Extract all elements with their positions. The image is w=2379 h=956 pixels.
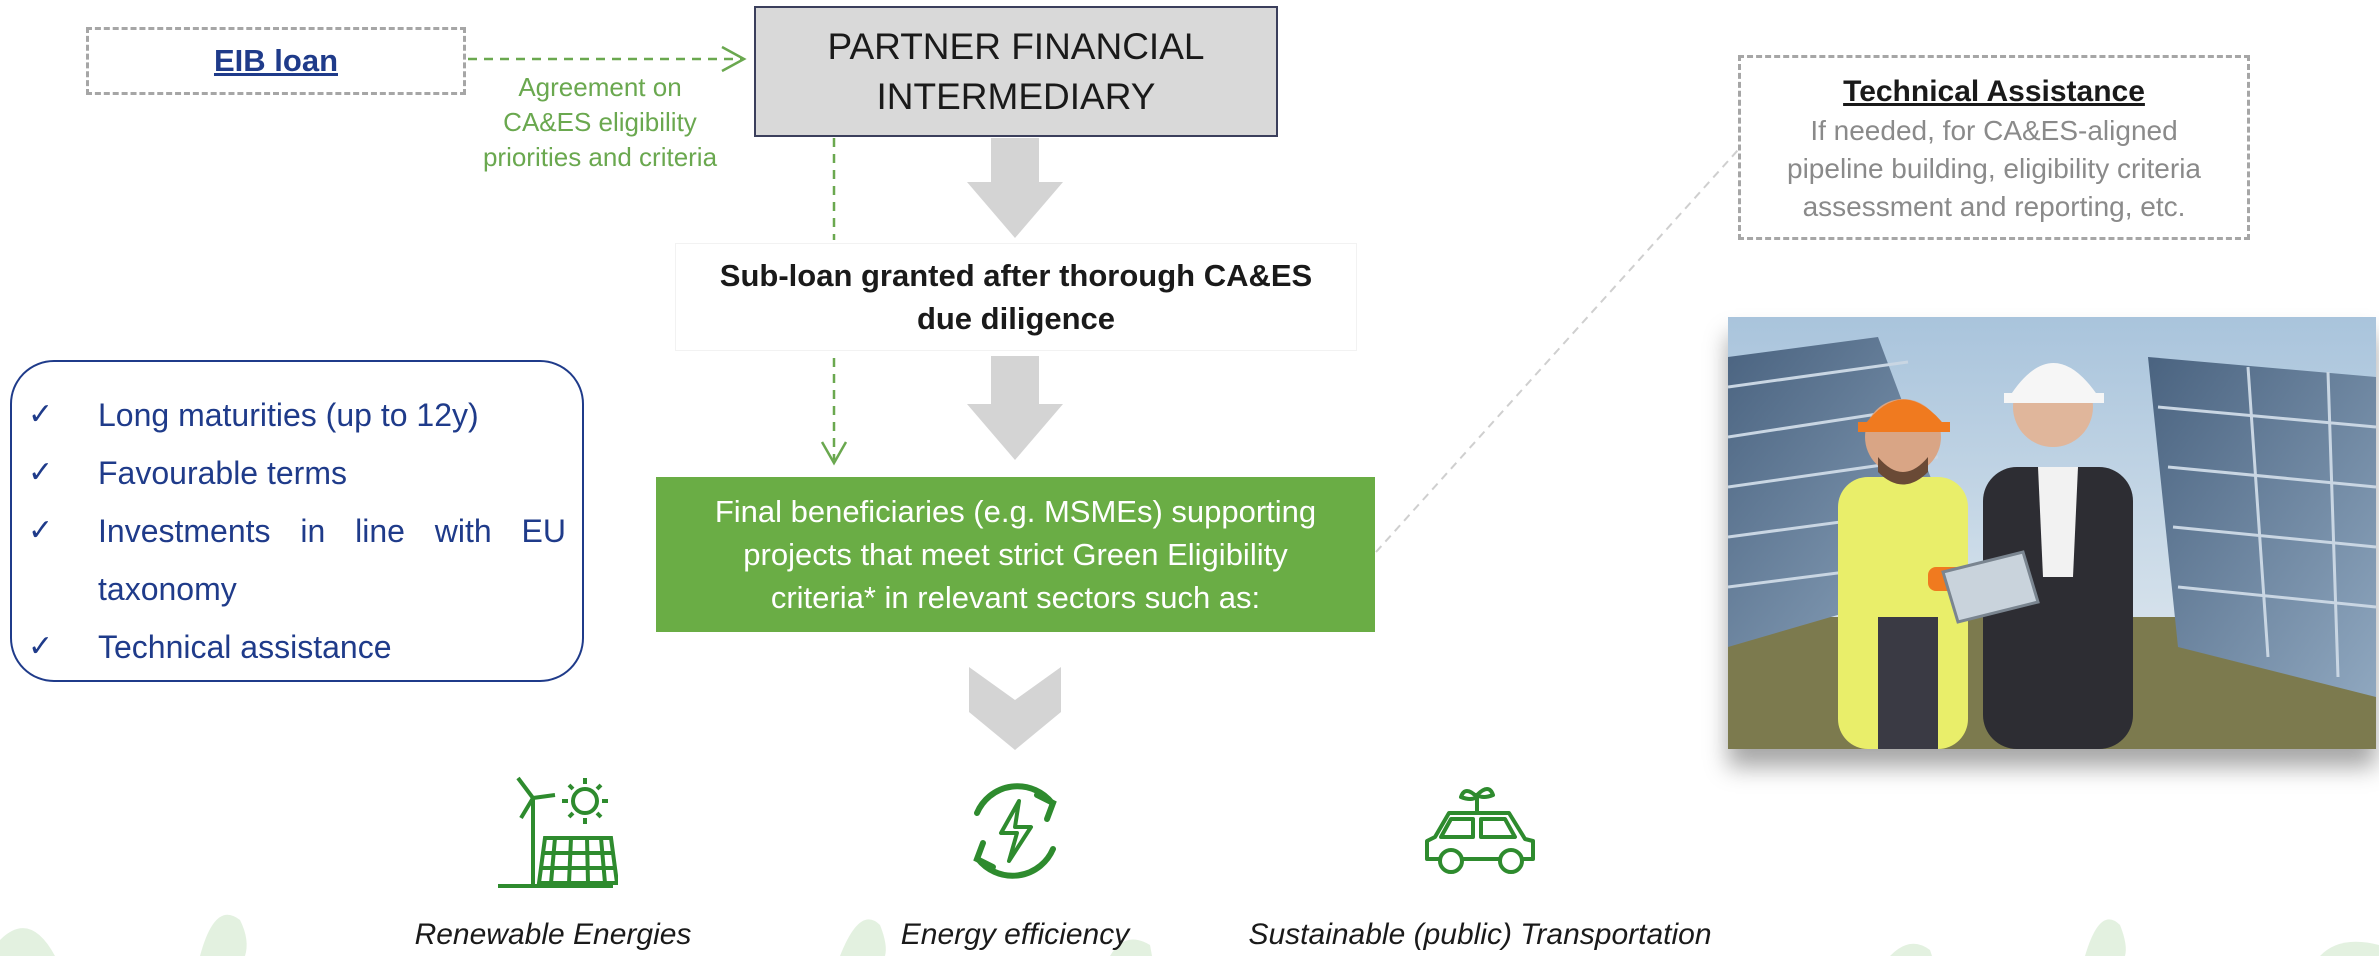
- benefit-item: ✓ Investments in line with EU taxonomy: [28, 502, 566, 618]
- subloan-line: Sub-loan granted after thorough CA&ES: [719, 258, 1313, 293]
- technical-assistance-line: If needed, for CA&ES-aligned: [1810, 115, 2178, 146]
- green-car-icon: [1425, 787, 1535, 874]
- benefit-text: Investments in line with EU taxonomy: [98, 513, 566, 607]
- benefit-item: ✓ Favourable terms: [28, 444, 566, 502]
- engineers-solar-photo: [1728, 317, 2376, 749]
- final-beneficiaries-box: Final beneficiaries (e.g. MSMEs) support…: [656, 477, 1375, 632]
- check-icon: ✓: [28, 397, 54, 432]
- technical-assistance-line: assessment and reporting, etc.: [1802, 191, 2186, 222]
- chevron-down-arrow: [969, 667, 1061, 750]
- energy-efficiency-icon: [973, 783, 1057, 879]
- final-beneficiaries-line: projects that meet strict Green Eligibil…: [743, 537, 1288, 572]
- benefit-text: Favourable terms: [98, 455, 347, 491]
- benefit-text: Technical assistance: [98, 629, 392, 665]
- partner-financial-intermediary-box: PARTNER FINANCIAL INTERMEDIARY: [754, 6, 1278, 137]
- benefit-item: ✓ Long maturities (up to 12y): [28, 386, 566, 444]
- check-icon: ✓: [28, 629, 54, 664]
- agreement-line: Agreement on: [518, 72, 682, 102]
- check-icon: ✓: [28, 513, 54, 548]
- flow-arrow-1: [967, 138, 1063, 238]
- final-beneficiaries-line: Final beneficiaries (e.g. MSMEs) support…: [714, 494, 1317, 529]
- agreement-line: priorities and criteria: [482, 142, 718, 172]
- sector-label-efficiency: Energy efficiency: [900, 918, 1130, 951]
- check-icon: ✓: [28, 455, 54, 490]
- pfi-line: INTERMEDIARY: [876, 75, 1156, 117]
- pfi-line: PARTNER FINANCIAL: [827, 25, 1205, 67]
- renewable-energy-icon: [498, 776, 618, 888]
- subloan-box: Sub-loan granted after thorough CA&ES du…: [675, 243, 1357, 351]
- agreement-note: Agreement on CA&ES eligibility prioritie…: [455, 70, 745, 175]
- technical-assistance-box: Technical Assistance If needed, for CA&E…: [1738, 55, 2250, 240]
- technical-assistance-title: Technical Assistance: [1843, 75, 2145, 108]
- sector-label-transport: Sustainable (public) Transportation: [1248, 918, 1712, 951]
- benefits-list: ✓ Long maturities (up to 12y) ✓ Favourab…: [10, 360, 584, 682]
- flow-arrow-2: [967, 356, 1063, 460]
- eib-loan-link[interactable]: EIB loan: [213, 43, 338, 78]
- benefit-item: ✓ Technical assistance: [28, 618, 566, 676]
- final-beneficiaries-line: criteria* in relevant sectors such as:: [770, 580, 1261, 615]
- subloan-line: due diligence: [916, 301, 1116, 336]
- sector-label-renewables: Renewable Energies: [414, 918, 692, 951]
- benefit-text: Long maturities (up to 12y): [98, 397, 479, 433]
- ta-connector: [1375, 149, 1739, 553]
- technical-assistance-line: pipeline building, eligibility criteria: [1787, 153, 2201, 184]
- eib-loan-box: EIB loan: [86, 27, 466, 95]
- agreement-line: CA&ES eligibility: [503, 107, 697, 137]
